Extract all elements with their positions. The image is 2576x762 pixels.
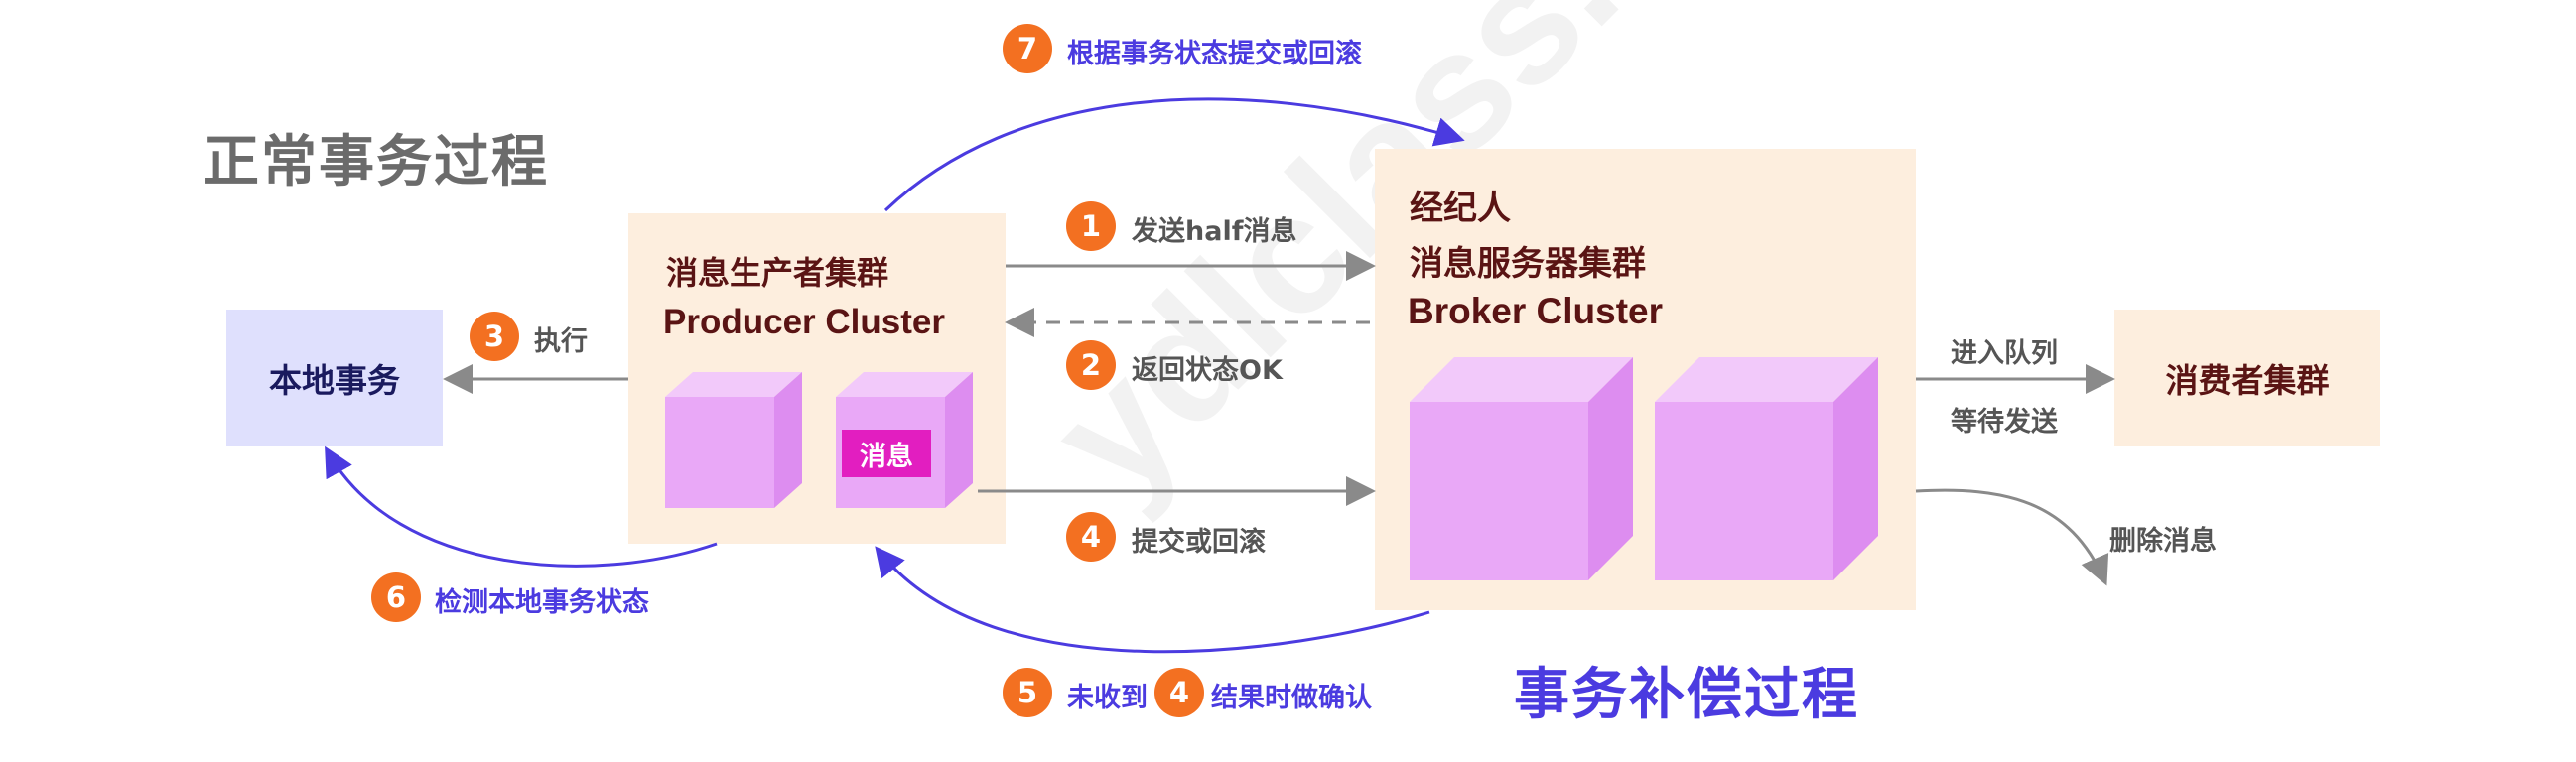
arrow-check-back <box>875 546 1430 654</box>
enter-queue-label: 进入队列 <box>1951 338 2058 369</box>
compensation-process-title: 事务补偿过程 <box>1514 663 1859 727</box>
step-2-label: 返回状态OK <box>1132 355 1283 386</box>
local-transaction-box: 本地事务 <box>226 310 443 446</box>
step-3-label: 执行 <box>534 326 588 357</box>
arrow-delete-message <box>1915 488 2109 586</box>
step-6-label: 检测本地事务状态 <box>435 587 649 618</box>
producer-cube-1 <box>665 372 802 508</box>
message-tag: 消息 <box>842 430 931 477</box>
consumer-label: 消费者集群 <box>2165 361 2330 400</box>
step-1-badge: 1 <box>1066 201 1116 251</box>
broker-title-line1: 经纪人 <box>1410 189 1511 228</box>
step-4-label: 提交或回滚 <box>1132 527 1266 558</box>
broker-cube-1 <box>1410 357 1633 580</box>
producer-title-en: Producer Cluster <box>663 303 945 341</box>
arrow-commit-by-state <box>883 97 1465 212</box>
step-7-label: 根据事务状态提交或回滚 <box>1067 39 1362 69</box>
consumer-cluster-box: 消费者集群 <box>2114 310 2380 446</box>
step-5b-badge: 4 <box>1154 668 1204 717</box>
step-6-badge: 6 <box>371 572 421 622</box>
step-2-badge: 2 <box>1066 340 1116 390</box>
normal-process-title: 正常事务过程 <box>203 130 549 194</box>
step-3-badge: 3 <box>470 312 519 361</box>
broker-title-line2: 消息服务器集群 <box>1410 244 1646 284</box>
step-4-badge: 4 <box>1066 512 1116 562</box>
arrow-check-local-state <box>325 445 718 568</box>
delete-message-label: 删除消息 <box>2109 526 2217 557</box>
step-5-label: 未收到 <box>1067 683 1148 713</box>
step-7-badge: 7 <box>1003 24 1052 73</box>
step-5-badge: 5 <box>1003 668 1052 717</box>
step-5b-label: 结果时做确认 <box>1211 683 1372 713</box>
broker-cube-2 <box>1655 357 1878 580</box>
broker-title-line3: Broker Cluster <box>1408 291 1664 331</box>
wait-send-label: 等待发送 <box>1951 407 2058 438</box>
local-transaction-label: 本地事务 <box>269 361 400 400</box>
step-1-label: 发送half消息 <box>1132 216 1297 247</box>
producer-title-cn: 消息生产者集群 <box>666 254 889 292</box>
